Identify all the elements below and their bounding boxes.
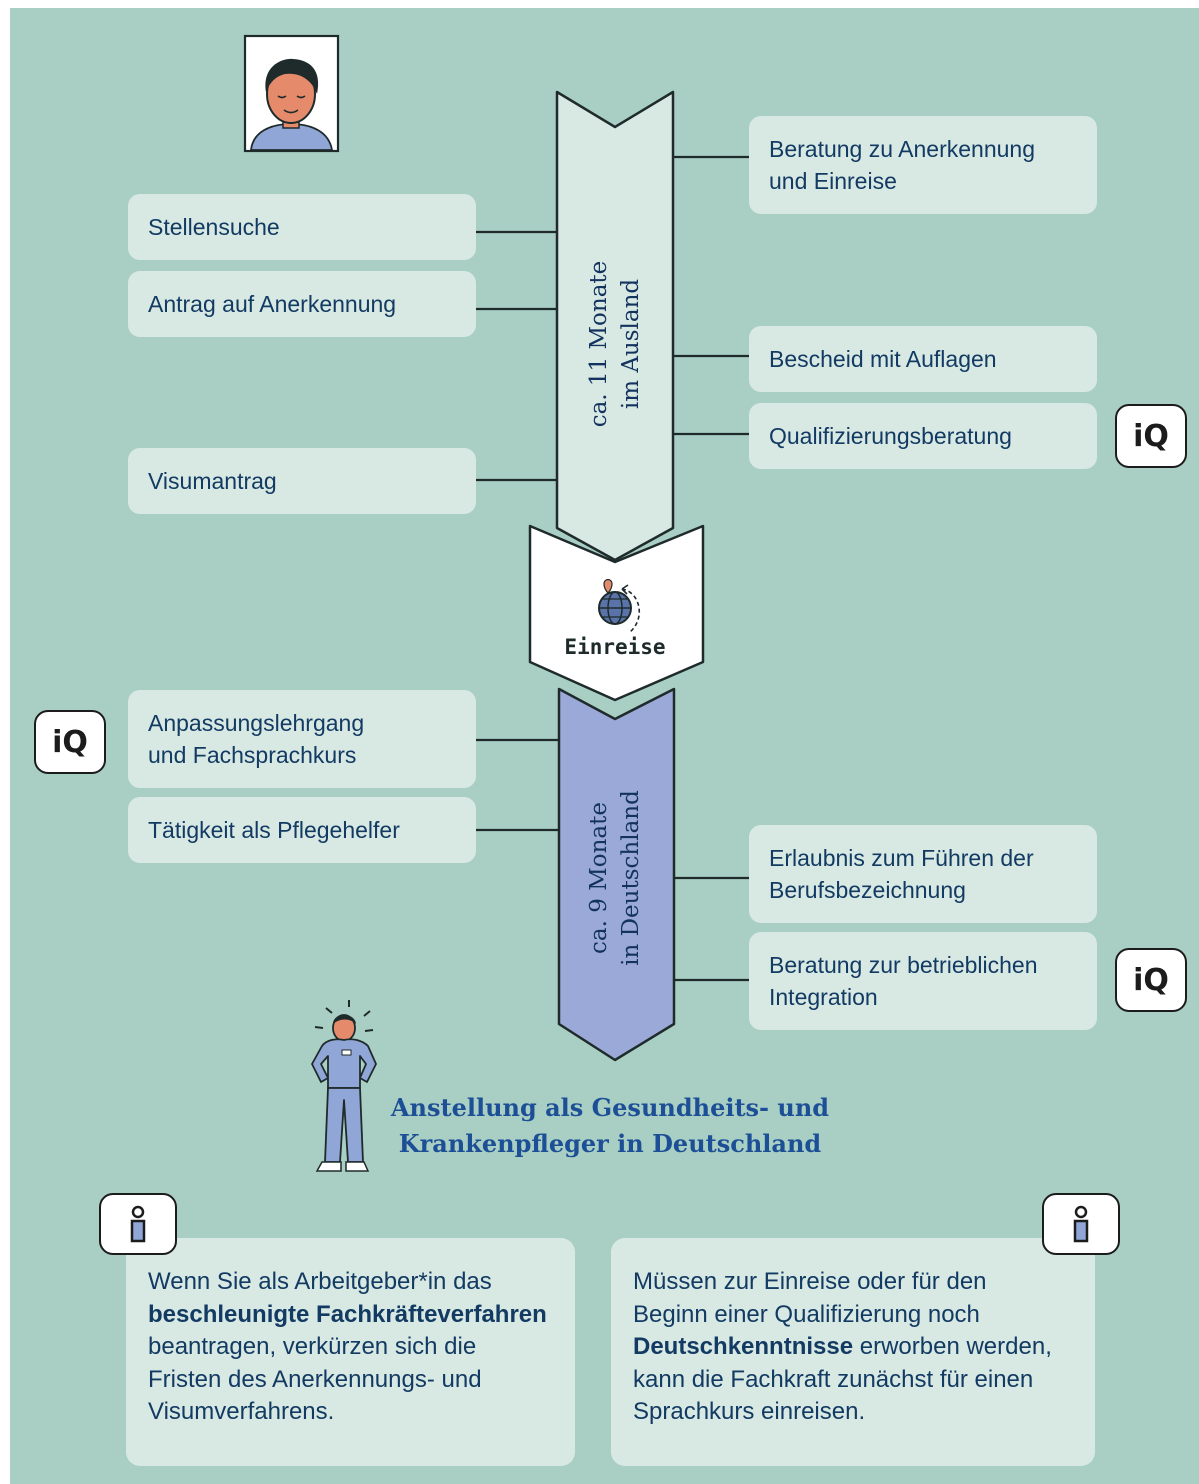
step-adaptation-course: Anpassungslehrgang und Fachsprachkurs: [128, 690, 476, 788]
step-qualification-counseling: Qualifizierungsberatung: [749, 403, 1097, 469]
phase-germany-label: ca. 9 Monate in Deutschland: [583, 758, 647, 998]
step-qualification-counseling-text: Qualifizierungsberatung: [769, 423, 1012, 449]
step-counseling-recognition-line1: Beratung zu Anerkennung: [769, 136, 1035, 162]
phase-germany-line2: in Deutschland: [618, 790, 644, 966]
step-professional-title-permit-line2: Berufsbezeichnung: [769, 877, 966, 903]
info-icon: [1042, 1193, 1120, 1255]
step-workplace-integration-line1: Beratung zur betrieblichen: [769, 952, 1038, 978]
connector-lines: [476, 155, 750, 982]
iq-logo-icon: iQ: [34, 710, 106, 774]
final-goal-line1: Anstellung als Gesundheits- und: [390, 1093, 830, 1122]
final-goal-title: Anstellung als Gesundheits- und Krankenp…: [360, 1090, 860, 1162]
step-notice-conditions: Bescheid mit Auflagen: [749, 326, 1097, 392]
nurse-figure: [311, 1000, 377, 1172]
step-job-search-text: Stellensuche: [148, 214, 280, 240]
iq-logo-icon: iQ: [1115, 404, 1187, 468]
step-visa-application-text: Visumantrag: [148, 468, 277, 494]
step-workplace-integration-line2: Integration: [769, 984, 878, 1010]
step-professional-title-permit-line1: Erlaubnis zum Führen der: [769, 845, 1034, 871]
globe-travel-icon: [598, 578, 640, 633]
step-nursing-assistant-text: Tätigkeit als Pflegehelfer: [148, 817, 400, 843]
step-adaptation-course-line1: Anpassungslehrgang: [148, 710, 365, 736]
step-recognition-application-text: Antrag auf Anerkennung: [148, 291, 397, 317]
step-adaptation-course-line2: und Fachsprachkurs: [148, 742, 357, 768]
step-recognition-application: Antrag auf Anerkennung: [128, 271, 476, 337]
step-counseling-recognition: Beratung zu Anerkennung und Einreise: [749, 116, 1097, 214]
info-left-highlight: beschleunigte Fachkräfteverfahren: [148, 1300, 547, 1328]
entry-label: Einreise: [564, 635, 666, 659]
info-icon: [99, 1193, 177, 1255]
step-nursing-assistant: Tätigkeit als Pflegehelfer: [128, 797, 476, 863]
iq-logo-icon: iQ: [1115, 948, 1187, 1012]
final-goal-line2: Krankenpfleger in Deutschland: [398, 1129, 822, 1158]
info-box-right: Müssen zur Einreise oder für den Beginn …: [611, 1238, 1095, 1466]
info-right-highlight: Deutschkenntnisse: [633, 1333, 854, 1360]
step-notice-conditions-text: Bescheid mit Auflagen: [769, 346, 997, 372]
applicant-portrait: [243, 34, 340, 153]
step-professional-title-permit: Erlaubnis zum Führen der Berufsbezeichnu…: [749, 825, 1097, 923]
phase-abroad-line1: ca. 11 Monate: [586, 260, 612, 428]
step-workplace-integration: Beratung zur betrieblichen Integration: [749, 932, 1097, 1030]
phase-germany-line1: ca. 9 Monate: [586, 802, 612, 954]
step-counseling-recognition-line2: und Einreise: [769, 168, 897, 194]
phase-abroad-arrow: [555, 90, 675, 562]
step-job-search: Stellensuche: [128, 194, 476, 260]
phase-germany-arrow: [557, 687, 676, 1062]
info-box-left: Wenn Sie als Arbeitgeber*in das beschleu…: [126, 1238, 575, 1466]
step-visa-application: Visumantrag: [128, 448, 476, 514]
phase-abroad-line2: im Ausland: [618, 278, 644, 410]
phase-abroad-label: ca. 11 Monate im Ausland: [583, 244, 647, 444]
